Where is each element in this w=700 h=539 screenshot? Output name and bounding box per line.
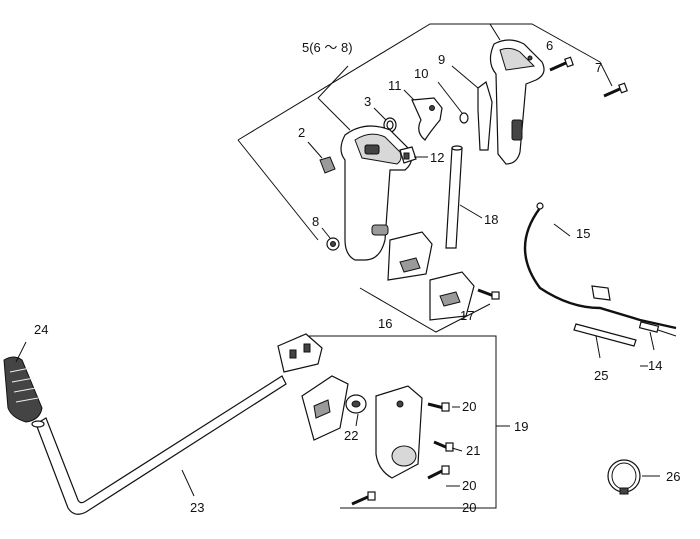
- part-7-screw: [603, 82, 628, 98]
- part-12-switch: [399, 146, 428, 164]
- part-19-clamp-top: [277, 333, 323, 373]
- label-part-14: 14: [648, 358, 662, 373]
- part-26-band-clamp: [607, 459, 660, 495]
- part-3-spring: [373, 107, 397, 133]
- bracket-16-17: [359, 287, 491, 333]
- part-6-screw: [549, 56, 574, 72]
- part-9-lock-lever: [451, 65, 493, 151]
- label-part-22: 22: [344, 428, 358, 443]
- label-part-3: 3: [364, 94, 371, 109]
- part-20-bolt-b: [427, 465, 450, 480]
- part-22-collar: [345, 394, 367, 427]
- part-20-bolt-c: [351, 491, 376, 506]
- part-21-bolt: [433, 440, 454, 452]
- label-part-20b: 20: [462, 478, 476, 493]
- label-part-20a: 20: [462, 399, 476, 414]
- label-part-5: 5(6 〜 8): [302, 40, 353, 55]
- label-part-12: 12: [430, 150, 444, 165]
- label-part-10: 10: [414, 66, 428, 81]
- label-part-11: 11: [388, 78, 402, 93]
- label-part-16: 16: [378, 316, 392, 331]
- part-14-cable-end: [638, 321, 677, 351]
- label-part-26: 26: [666, 469, 680, 484]
- part-18-tube: [445, 145, 483, 249]
- label-part-9: 9: [438, 52, 445, 67]
- label-part-7: 7: [595, 60, 602, 75]
- part-19-clamp-main: [375, 385, 423, 479]
- label-part-21: 21: [466, 443, 480, 458]
- part-24-grip: [3, 341, 43, 423]
- part-17-bolt: [477, 288, 500, 300]
- part-23-handlebar-pipe: [31, 375, 287, 515]
- part-20-bolt-a: [427, 402, 460, 412]
- part-25-spring: [573, 323, 637, 359]
- label-part-18: 18: [484, 212, 498, 227]
- assembly-bracket-5: [237, 23, 613, 241]
- label-part-8: 8: [312, 214, 319, 229]
- label-part-19: 19: [514, 419, 528, 434]
- part-8-nut: [321, 227, 340, 251]
- part-10-spring: [437, 81, 469, 124]
- part-2-clip: [307, 141, 336, 174]
- part-11-trigger: [403, 89, 443, 141]
- label-part-23: 23: [190, 500, 204, 515]
- label-part-15: 15: [576, 226, 590, 241]
- part-16-clamp-lower: [429, 271, 475, 321]
- label-part-17: 17: [460, 308, 474, 323]
- label-part-25: 25: [594, 368, 608, 383]
- label-part-24: 24: [34, 322, 48, 337]
- label-part-6: 6: [546, 38, 553, 53]
- label-part-2: 2: [298, 125, 305, 140]
- leader-lines: [372, 156, 648, 509]
- part-19-clamp-left: [301, 375, 349, 441]
- part-16-clamp-upper: [387, 231, 433, 281]
- handle-right-half: [489, 39, 545, 165]
- label-part-20c: 20: [462, 500, 476, 515]
- part-15-throttle-cable: [523, 202, 677, 330]
